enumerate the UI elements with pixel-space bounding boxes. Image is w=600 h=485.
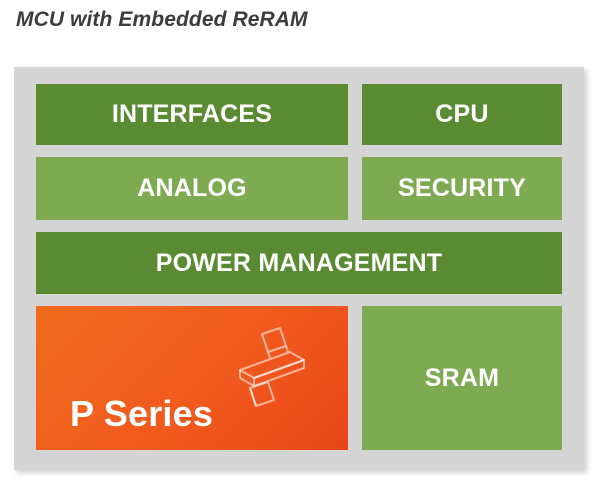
p-series-label: P Series	[70, 393, 214, 434]
power-management-label: POWER MANAGEMENT	[155, 248, 443, 277]
diagram-title: MCU with Embedded ReRAM	[16, 8, 308, 31]
power-management-block: POWER MANAGEMENT	[36, 232, 562, 294]
cpu-block: CPU	[362, 84, 562, 145]
sram-block: SRAM	[362, 306, 562, 450]
cpu-label: CPU	[435, 100, 489, 128]
security-label: SECURITY	[397, 174, 526, 202]
interfaces-label: INTERFACES	[111, 100, 273, 128]
interfaces-block: INTERFACES	[36, 84, 348, 145]
analog-block: ANALOG	[36, 157, 348, 220]
sram-label: SRAM	[424, 363, 500, 392]
security-block: SECURITY	[362, 157, 562, 220]
p-series-block: P Series	[36, 306, 348, 450]
p-series-logo-icon	[239, 327, 305, 407]
analog-label: ANALOG	[137, 174, 247, 202]
